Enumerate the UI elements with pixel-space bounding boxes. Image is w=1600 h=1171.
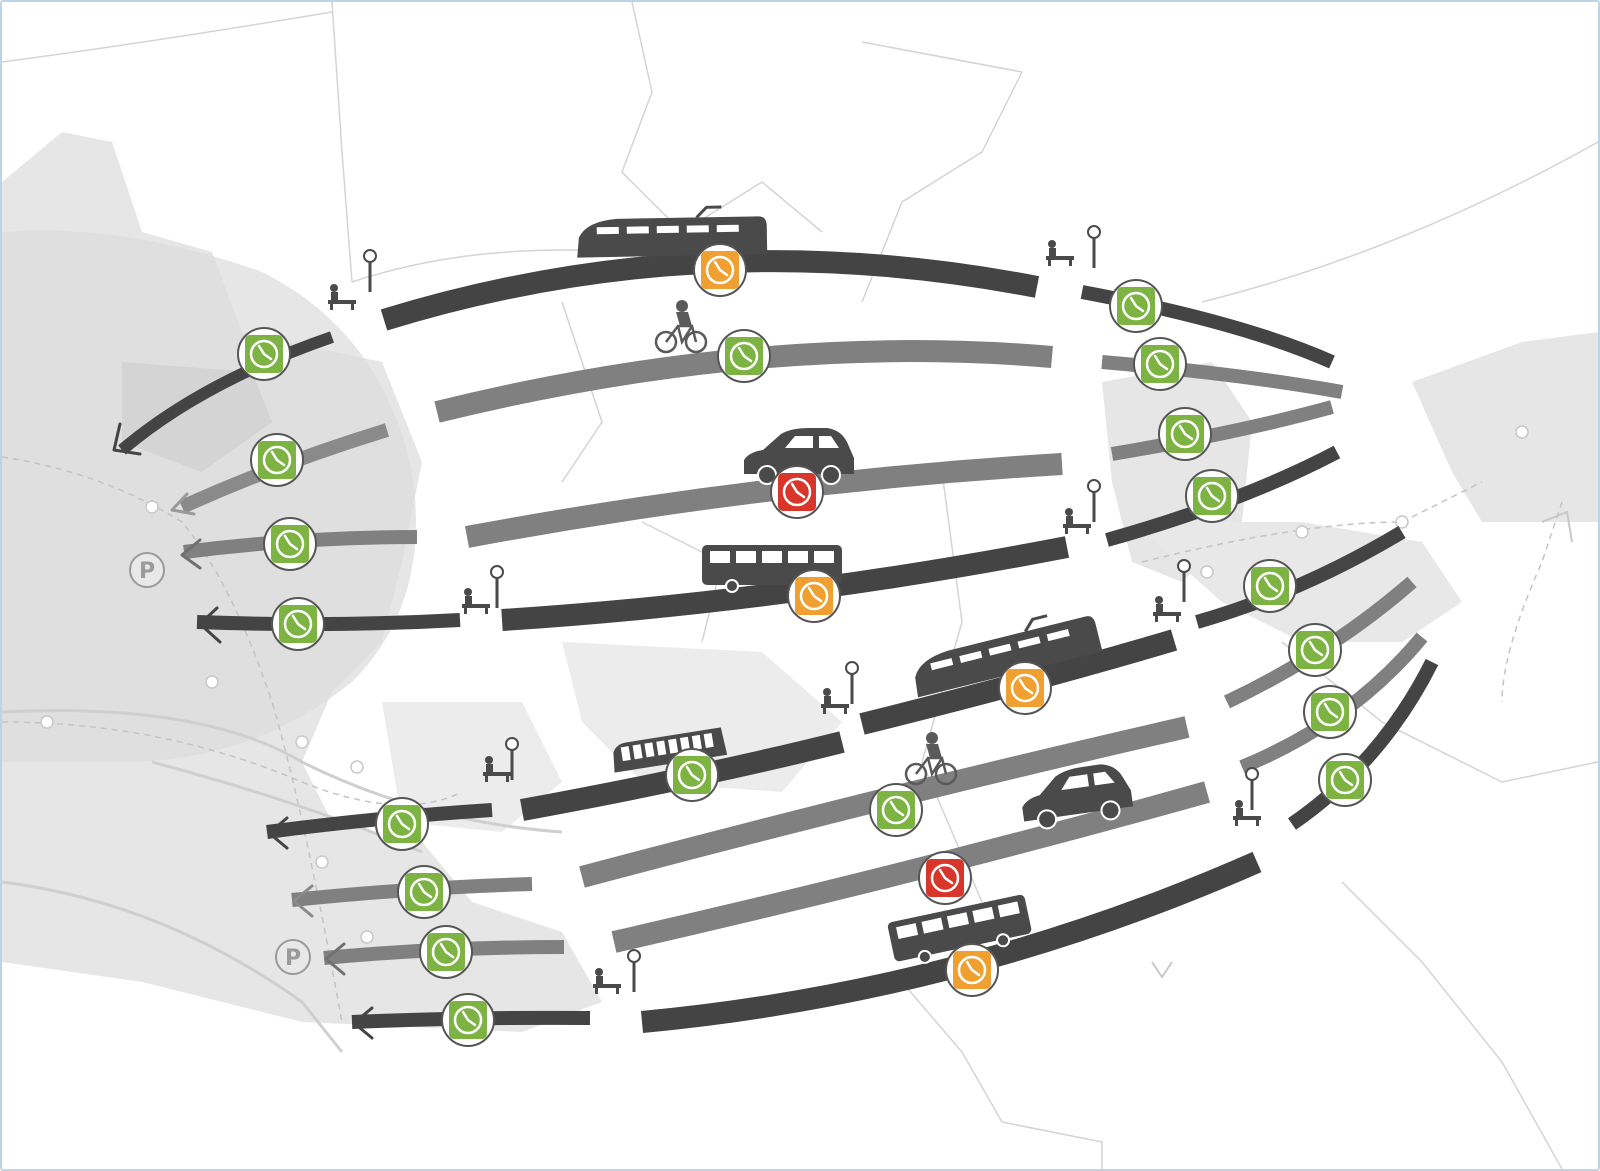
bicycle-icon bbox=[654, 298, 708, 354]
lamp-post-icon bbox=[362, 248, 378, 294]
lamp-post-icon bbox=[1244, 766, 1260, 812]
lamp-post-icon bbox=[1086, 224, 1102, 270]
lamp-post-icon bbox=[489, 564, 505, 610]
clock-icon bbox=[250, 433, 304, 487]
bench-icon bbox=[593, 968, 621, 994]
clock-icon bbox=[998, 661, 1052, 715]
clock-icon bbox=[397, 865, 451, 919]
arrow-icon bbox=[267, 816, 289, 850]
parking-icon: P bbox=[129, 552, 165, 588]
svg-text:P: P bbox=[285, 946, 301, 971]
clock-icon bbox=[869, 783, 923, 837]
clock-icon bbox=[1185, 469, 1239, 523]
clock-icon bbox=[1158, 407, 1212, 461]
lamp-post-icon bbox=[844, 660, 860, 706]
clock-icon bbox=[237, 327, 291, 381]
bench-icon bbox=[1063, 508, 1091, 534]
clock-icon bbox=[1288, 623, 1342, 677]
arrow-icon bbox=[352, 1006, 374, 1040]
clock-icon bbox=[665, 748, 719, 802]
arrow-icon bbox=[180, 538, 202, 570]
arrow-icon bbox=[324, 942, 346, 976]
arrow-icons bbox=[112, 422, 374, 1040]
clock-icon bbox=[419, 925, 473, 979]
clock-icon bbox=[375, 797, 429, 851]
lamp-post-icon bbox=[1086, 478, 1102, 524]
svg-text:P: P bbox=[139, 559, 155, 584]
clock-icon bbox=[263, 517, 317, 571]
parking-icons: P P bbox=[129, 552, 311, 975]
arrow-icon bbox=[292, 884, 314, 918]
lamp-post-icon bbox=[626, 948, 642, 994]
bench-icon bbox=[1233, 800, 1261, 826]
bench-icon bbox=[1153, 596, 1181, 622]
parking-icon: P bbox=[275, 939, 311, 975]
clock-icon bbox=[918, 851, 972, 905]
clock-icon bbox=[441, 993, 495, 1047]
clock-icon bbox=[271, 597, 325, 651]
bench-icon bbox=[821, 688, 849, 714]
clock-icon bbox=[1243, 559, 1297, 613]
clock-icon bbox=[1109, 279, 1163, 333]
train-icon bbox=[574, 204, 769, 260]
clock-icon bbox=[1318, 753, 1372, 807]
arrow-icon bbox=[198, 606, 222, 644]
clock-icon bbox=[693, 243, 747, 297]
clock-icon bbox=[945, 943, 999, 997]
clock-icon bbox=[770, 465, 824, 519]
bench-icon bbox=[328, 284, 356, 310]
bench-icon bbox=[462, 588, 490, 614]
clock-icon bbox=[717, 329, 771, 383]
clock-icon bbox=[1303, 685, 1357, 739]
clock-icon bbox=[787, 569, 841, 623]
clock-icon bbox=[1133, 337, 1187, 391]
bench-icon bbox=[1046, 240, 1074, 266]
arrow-icon bbox=[170, 492, 196, 516]
clock-icons bbox=[237, 243, 1372, 1047]
arrow-icon bbox=[112, 422, 142, 456]
